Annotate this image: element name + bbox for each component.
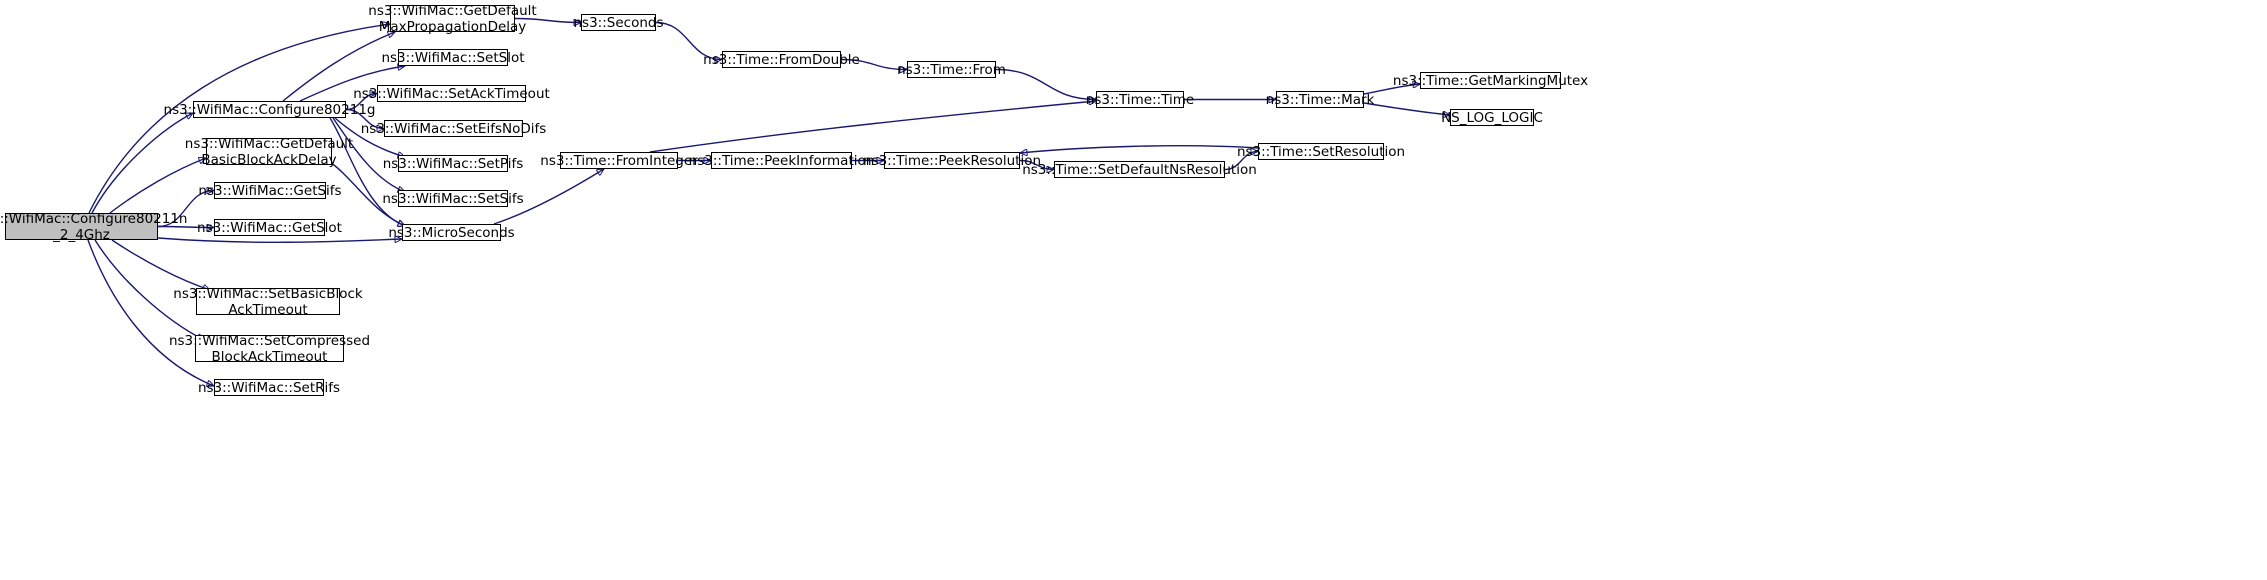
- edge-cfg80211g-to-getdefmaxprop: [282, 32, 395, 102]
- edge-root-to-microseconds: [157, 238, 402, 243]
- node-frominteger[interactable]: ns3::Time::FromInteger: [540, 152, 698, 169]
- node-getmarkingmutex[interactable]: ns3::Time::GetMarkingMutex: [1392, 72, 1589, 89]
- edge-root-to-getslot: [157, 227, 214, 228]
- edge-seconds-to-fromdouble: [655, 21, 722, 60]
- edge-setresolution-to-peekres: [1020, 145, 1259, 153]
- node-getsifs[interactable]: ns3::WifiMac::GetSifs: [198, 182, 342, 199]
- node-getdefbasicbaack[interactable]: ns3::WifiMac::GetDefault BasicBlockAckDe…: [184, 135, 354, 168]
- node-seteifsnodifs[interactable]: ns3::WifiMac::SetEifsNoDifs: [360, 120, 547, 137]
- node-setbasicblockack[interactable]: ns3::WifiMac::SetBasicBlock AckTimeout: [173, 285, 363, 318]
- node-mark[interactable]: ns3::Time::Mark: [1265, 91, 1375, 108]
- edge-cfg80211g-to-setsifs: [332, 117, 405, 192]
- edge-getdefbasicbaack-to-microseconds: [329, 161, 405, 226]
- node-getslot[interactable]: ns3::WifiMac::GetSlot: [197, 219, 342, 236]
- edge-microseconds-to-frominteger: [493, 168, 604, 225]
- edge-root-to-getdefbasicbaack: [109, 158, 206, 214]
- node-setrifs[interactable]: ns3::WifiMac::SetRifs: [197, 379, 341, 396]
- edge-root-to-setbasicblockack: [111, 239, 210, 290]
- node-setsifs[interactable]: ns3::WifiMac::SetSifs: [382, 190, 524, 207]
- node-setresolution[interactable]: ns3::Time::SetResolution: [1236, 143, 1406, 160]
- edge-peekres-to-setdefaultns: [1019, 159, 1054, 170]
- node-microseconds[interactable]: ns3::MicroSeconds: [388, 224, 515, 241]
- edge-mark-to-getmarkingmutex: [1363, 84, 1420, 95]
- node-setcompressed[interactable]: ns3::WifiMac::SetCompressed BlockAckTime…: [168, 332, 371, 365]
- edge-root-to-setcompressed: [94, 239, 204, 341]
- node-setacktimeout[interactable]: ns3::WifiMac::SetAckTimeout: [353, 85, 550, 102]
- edge-root-to-getsifs: [157, 191, 214, 228]
- edge-frominteger-to-time: [649, 101, 1096, 153]
- edge-cfg80211g-to-setpifs: [334, 117, 405, 157]
- node-setslot[interactable]: ns3::WifiMac::SetSlot: [381, 49, 525, 66]
- edge-fromdouble-to-from: [840, 58, 907, 70]
- edge-root-to-getdefmaxprop: [88, 24, 390, 214]
- edge-from-to-time: [995, 68, 1096, 100]
- node-fromdouble[interactable]: ns3::Time::FromDouble: [703, 51, 860, 68]
- edge-root-to-setrifs: [87, 239, 214, 386]
- edge-setdefaultns-to-setresolution: [1224, 152, 1258, 171]
- node-setdefaultns[interactable]: ns3::Time::SetDefaultNsResolution: [1022, 161, 1257, 178]
- node-peekres[interactable]: ns3::Time::PeekResolution: [862, 152, 1042, 169]
- node-time[interactable]: ns3::Time::Time: [1085, 91, 1195, 108]
- edge-cfg80211g-to-seteifsnodifs: [345, 108, 384, 129]
- edge-getdefmaxprop-to-seconds: [514, 17, 581, 23]
- edge-cfg80211g-to-setslot: [299, 66, 405, 102]
- edge-root-to-cfg80211g: [91, 112, 193, 214]
- node-seconds[interactable]: ns3::Seconds: [573, 14, 664, 31]
- node-peekinfo[interactable]: ns3::Time::PeekInformation: [688, 152, 875, 169]
- node-from[interactable]: ns3::Time::From: [897, 61, 1006, 78]
- node-root: ns3::WifiMac::Configure80211n _2_4Ghz: [0, 210, 188, 243]
- node-setpifs[interactable]: ns3::WifiMac::SetPifs: [382, 155, 524, 172]
- node-cfg80211g[interactable]: ns3::WifiMac::Configure80211g: [163, 101, 376, 118]
- edge-mark-to-nslog: [1363, 102, 1450, 115]
- node-nslog[interactable]: NS_LOG_LOGIC: [1441, 109, 1543, 126]
- node-getdefmaxprop[interactable]: ns3::WifiMac::GetDefault MaxPropagationD…: [368, 2, 537, 35]
